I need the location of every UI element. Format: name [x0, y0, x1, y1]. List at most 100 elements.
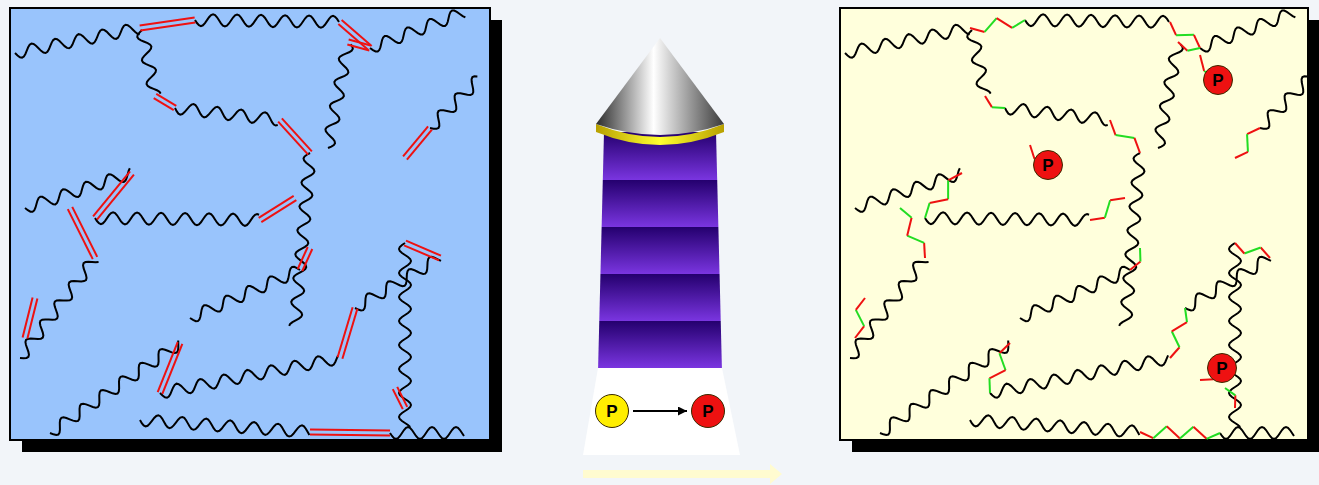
double-bond: [407, 130, 432, 160]
double-bond: [404, 245, 439, 260]
polymer-chain: [850, 262, 929, 358]
double-bond: [261, 200, 296, 222]
polymer-chain: [355, 257, 441, 311]
double-bond: [338, 24, 368, 50]
polymer-chain: [370, 10, 465, 51]
crosslink: [1105, 200, 1110, 217]
crosslink: [989, 370, 1005, 378]
double-bond: [278, 122, 308, 155]
double-bond: [397, 387, 407, 407]
crosslink: [1134, 138, 1140, 153]
crosslink: [1235, 243, 1244, 254]
crosslink: [1172, 331, 1180, 347]
crosslink: [1140, 432, 1153, 438]
double-bond: [72, 207, 97, 257]
polymer-chain: [925, 212, 1089, 226]
crosslink: [1246, 134, 1249, 152]
polymer-chain: [195, 14, 339, 27]
double-bond: [68, 209, 93, 259]
crosslink: [1178, 42, 1187, 51]
lamp-band: [598, 321, 722, 368]
double-bond: [27, 299, 37, 339]
crosslink: [1170, 347, 1179, 358]
double-bond: [154, 98, 174, 110]
crosslink: [985, 96, 992, 107]
group-label: P: [606, 403, 617, 420]
lamp-band: [602, 180, 719, 227]
polymer-chains: [15, 10, 477, 439]
crosslink: [1170, 22, 1176, 35]
polymer-chain: [50, 341, 178, 435]
crosslink: [1193, 427, 1206, 439]
polymer-chain: [1119, 153, 1144, 326]
group-label: P: [702, 403, 713, 420]
polymer-chain: [1005, 104, 1108, 125]
crosslink: [1207, 433, 1220, 439]
crosslinked-panel: [840, 8, 1308, 440]
crosslink: [999, 353, 1005, 370]
crosslink: [1012, 20, 1025, 28]
group-circle: P: [1207, 353, 1237, 383]
polymer-chain: [1020, 267, 1130, 321]
crosslink: [1187, 48, 1200, 51]
crosslink: [856, 310, 864, 326]
crosslink: [1235, 152, 1248, 158]
double-bond: [158, 342, 178, 392]
crosslink: [970, 28, 985, 32]
double-bond: [282, 118, 312, 151]
crosslink: [930, 199, 949, 203]
crosslink: [1110, 198, 1125, 200]
polymer-chain: [880, 341, 1008, 435]
crosslink: [992, 106, 1005, 109]
monomer-panel: [10, 8, 490, 440]
crosslink: [1139, 248, 1141, 261]
group-circle: P: [595, 394, 629, 428]
polymer-chain: [289, 153, 314, 326]
polymer-chain: [399, 243, 411, 427]
polymer-chain: [190, 267, 300, 321]
polymer-chain: [140, 415, 309, 436]
crosslink: [907, 218, 911, 236]
crosslink: [948, 173, 962, 180]
crosslink: [1172, 322, 1187, 331]
polymer-chain: [967, 30, 990, 94]
crosslink: [1090, 218, 1105, 220]
polymer-chain: [1220, 427, 1294, 439]
crosslink: [1110, 120, 1116, 135]
polymer-chain: [1200, 10, 1295, 51]
polymer-chain: [970, 415, 1139, 436]
group-circle: P: [1203, 65, 1233, 95]
crosslink: [1116, 135, 1135, 138]
polymer-chain: [845, 25, 970, 58]
crosslink: [999, 343, 1010, 353]
group-label: P: [1042, 157, 1053, 174]
crosslink: [1153, 426, 1166, 438]
double-bond: [259, 196, 294, 218]
crosslink: [1185, 308, 1187, 322]
crosslink: [988, 378, 991, 393]
polymer-chain: [430, 76, 477, 129]
polymer-chain: [15, 25, 140, 58]
double-bond: [310, 430, 390, 431]
crosslink: [1194, 35, 1200, 48]
reaction-arrow: [633, 410, 687, 412]
crosslink: [1130, 261, 1140, 270]
group-label: P: [1212, 72, 1223, 89]
double-bond: [162, 344, 182, 394]
crosslink: [1234, 395, 1236, 408]
double-bond: [393, 389, 403, 409]
crosslink: [855, 326, 864, 338]
polymer-chain: [390, 427, 464, 439]
polymer-chain: [137, 30, 160, 94]
double-bond: [156, 94, 176, 106]
crosslink: [1247, 128, 1260, 134]
crosslink: [1261, 247, 1270, 258]
crosslink: [907, 236, 924, 243]
crosslink: [900, 208, 912, 218]
polymer-chain: [1155, 44, 1182, 148]
group-circle: P: [691, 394, 725, 428]
double-bond: [342, 20, 372, 46]
double-bond: [310, 434, 390, 435]
